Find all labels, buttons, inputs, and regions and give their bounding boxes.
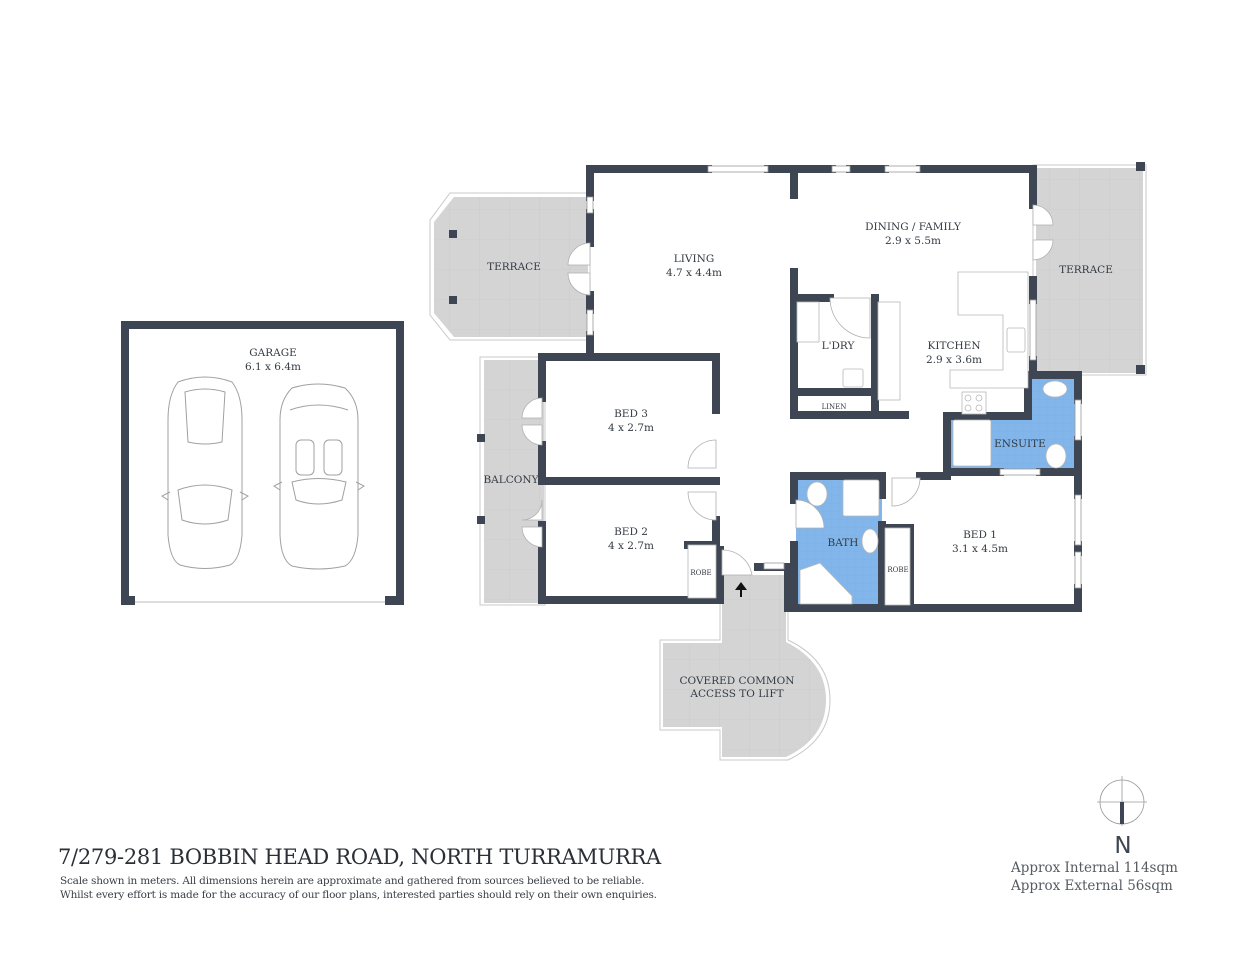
room-name-living: LIVING	[674, 253, 714, 265]
entry-arrow-icon	[735, 582, 747, 597]
room-name-bed2: BED 2	[614, 526, 648, 538]
room-name-ensuite: ENSUITE	[994, 438, 1046, 450]
room-name-bath: BATH	[828, 537, 859, 549]
room-labels: LIVING 4.7 x 4.4m DINING / FAMILY 2.9 x …	[608, 221, 1046, 577]
room-size-kitchen: 2.9 x 3.6m	[926, 354, 982, 366]
terrace-east: TERRACE	[1032, 162, 1147, 376]
car-icon	[161, 376, 249, 569]
common-access: COVERED COMMON ACCESS TO LIFT	[659, 575, 831, 761]
compass-label: N	[1114, 833, 1131, 859]
room-size-bed1: 3.1 x 4.5m	[952, 543, 1008, 555]
room-size-bed3: 4 x 2.7m	[608, 422, 654, 434]
room-name-dining: DINING / FAMILY	[865, 221, 962, 233]
walls	[538, 165, 1082, 612]
room-size-dining: 2.9 x 5.5m	[885, 235, 941, 247]
common-access-line1: COVERED COMMON	[680, 675, 795, 687]
car-icon	[273, 383, 365, 570]
room-name-robe-bed2: ROBE	[690, 569, 711, 577]
external-area: Approx External 56sqm	[1011, 878, 1173, 894]
disclaimer-line-2: Whilst every effort is made for the accu…	[60, 889, 657, 901]
terrace-west: TERRACE	[429, 192, 591, 341]
fixtures	[687, 271, 1068, 606]
property-address: 7/279-281 BOBBIN HEAD ROAD, NORTH TURRAM…	[58, 845, 661, 869]
common-access-line2: ACCESS TO LIFT	[689, 688, 783, 700]
internal-area: Approx Internal 114sqm	[1011, 860, 1178, 876]
windows	[586, 165, 1082, 589]
room-name-terrace-west: TERRACE	[487, 261, 541, 273]
room-name-linen: LINEN	[822, 403, 847, 411]
room-size-garage: 6.1 x 6.4m	[245, 361, 301, 373]
garage: GARAGE 6.1 x 6.4m	[121, 321, 404, 605]
room-size-bed2: 4 x 2.7m	[608, 540, 654, 552]
room-name-bed3: BED 3	[614, 408, 648, 420]
room-name-balcony: BALCONY	[483, 474, 539, 486]
room-name-laundry: L'DRY	[822, 340, 856, 352]
room-name-kitchen: KITCHEN	[927, 340, 980, 352]
north-compass-icon: N	[1097, 776, 1147, 859]
room-name-garage: GARAGE	[249, 347, 297, 359]
balcony: BALCONY	[477, 356, 546, 606]
room-size-living: 4.7 x 4.4m	[666, 267, 722, 279]
room-name-bed1: BED 1	[963, 529, 997, 541]
doors	[521, 204, 1054, 576]
room-name-robe-bed1: ROBE	[887, 566, 908, 574]
room-name-terrace-east: TERRACE	[1059, 264, 1113, 276]
disclaimer-line-1: Scale shown in meters. All dimensions he…	[60, 875, 645, 887]
